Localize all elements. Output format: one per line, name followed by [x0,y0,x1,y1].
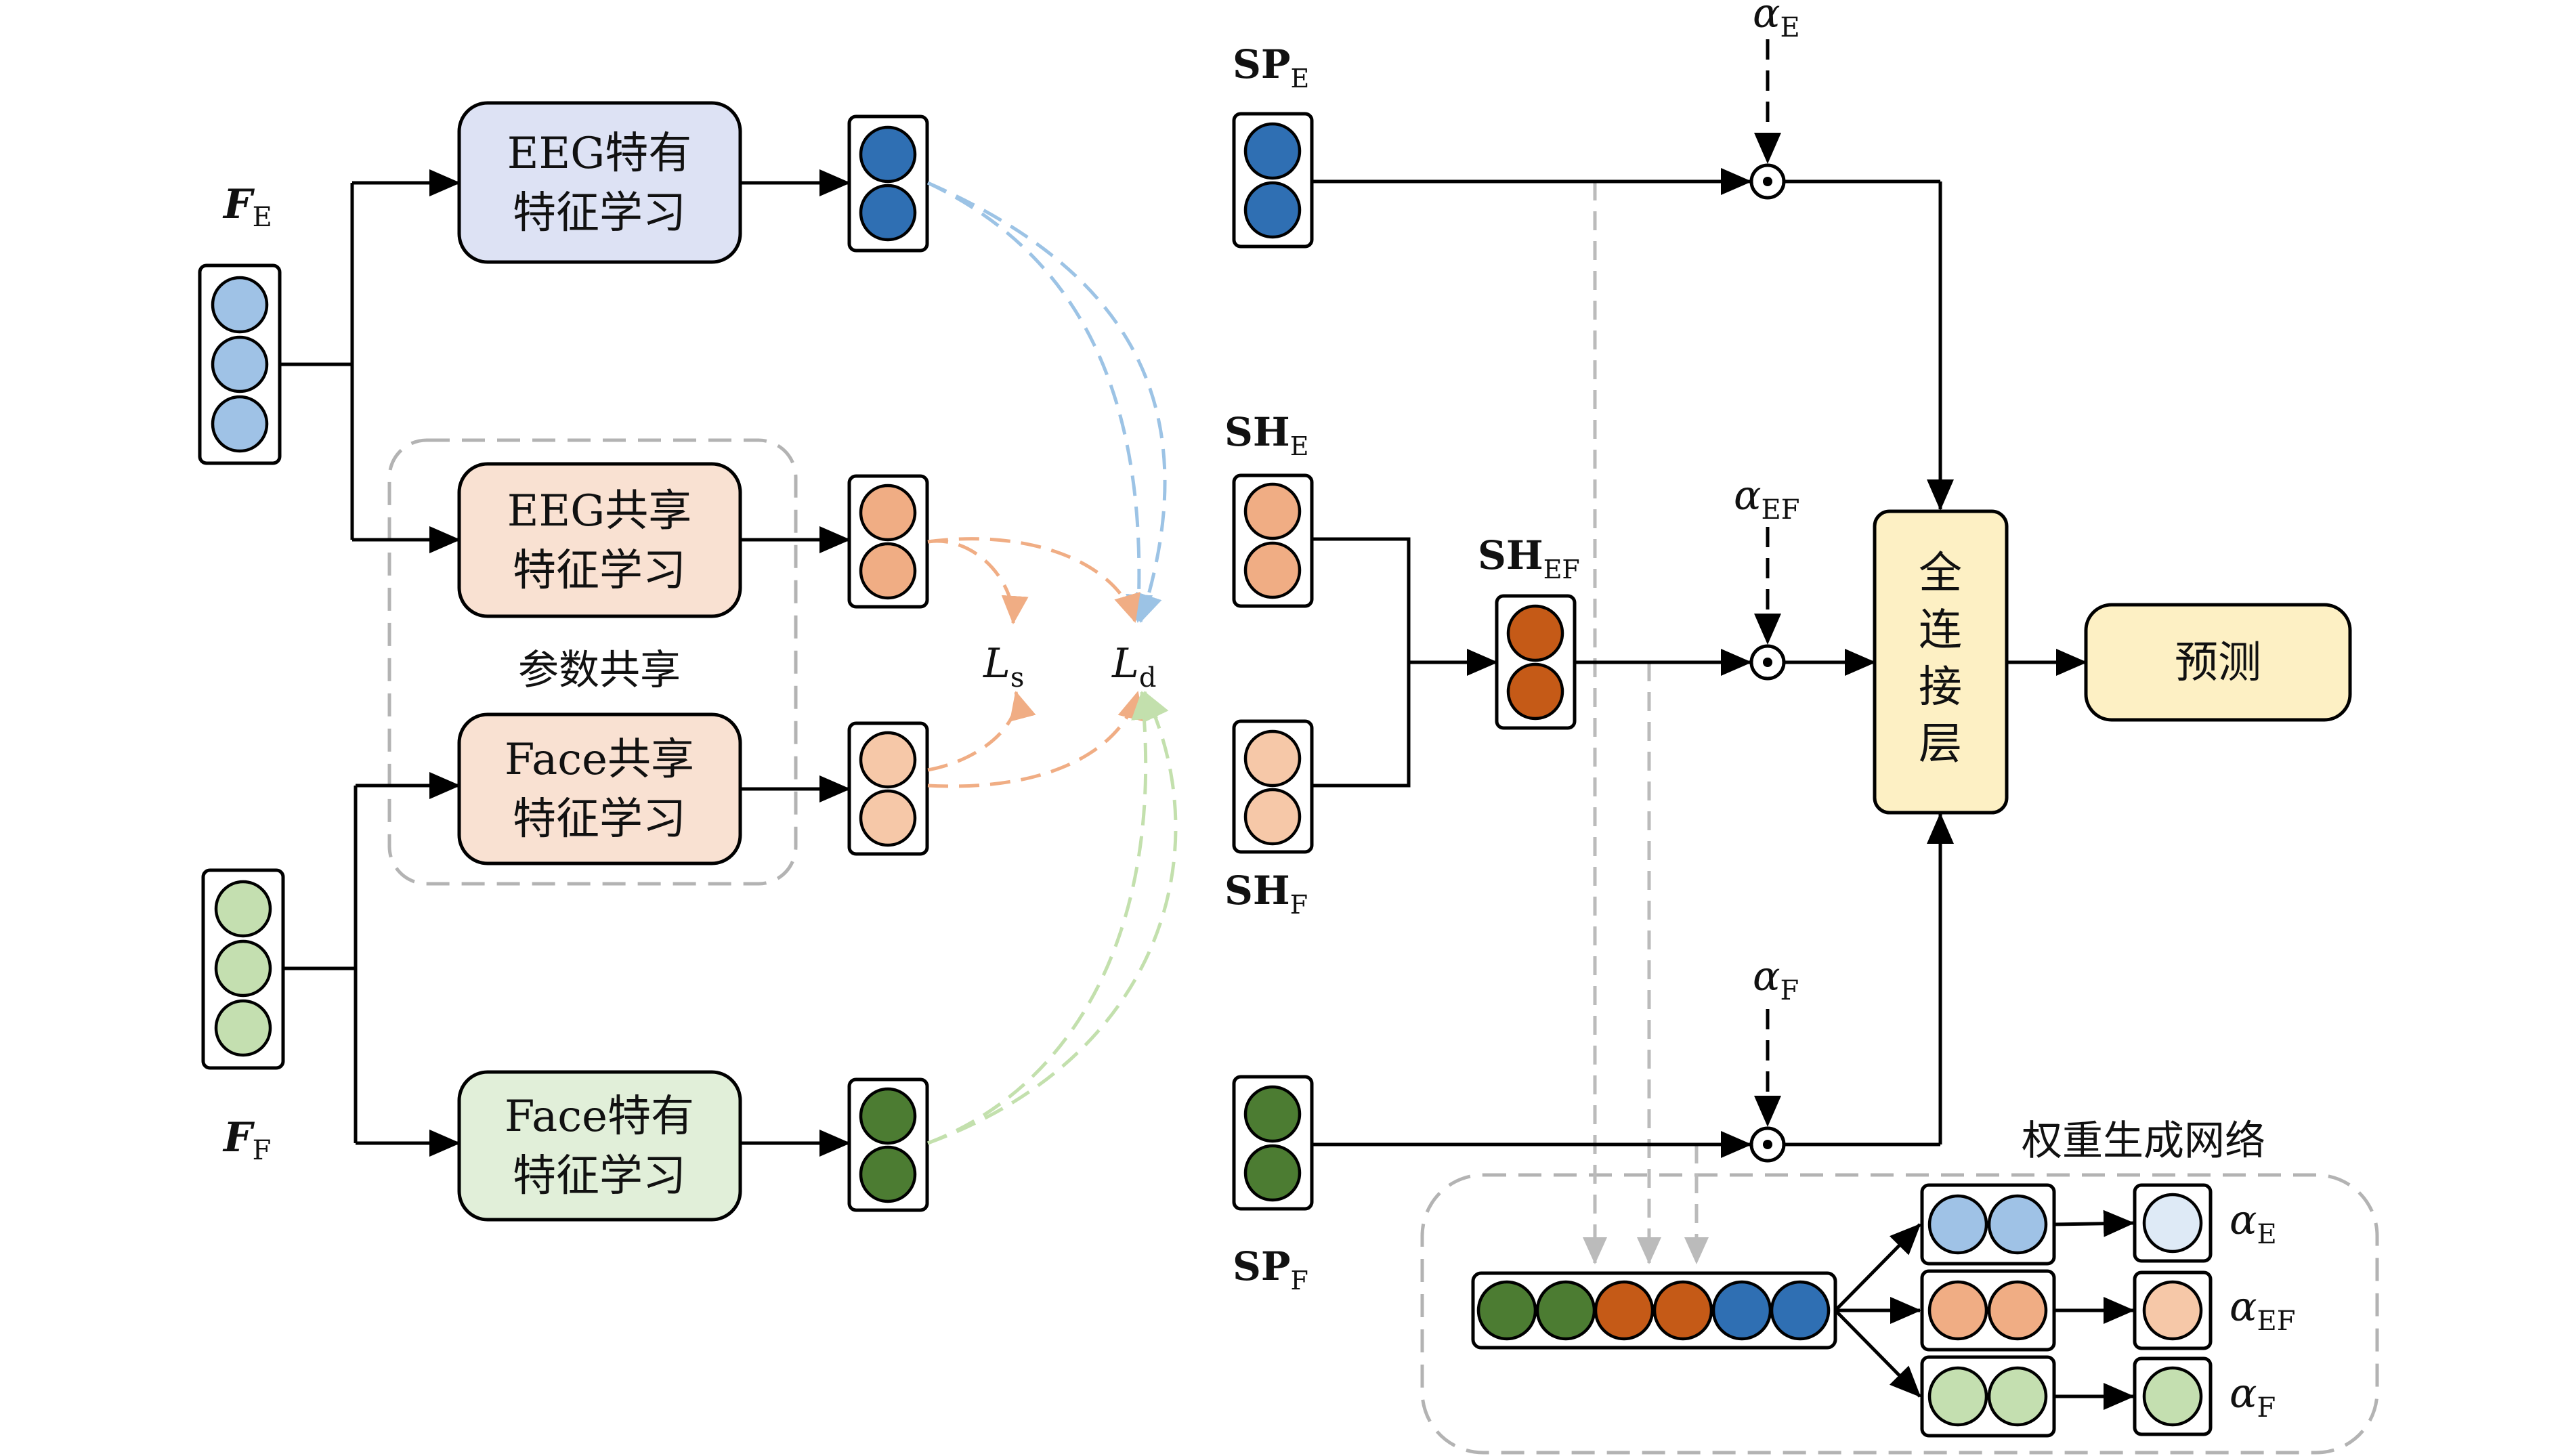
alpha-f-top-label: αF [1753,953,1799,1006]
multiply-node-e [1749,163,1786,200]
svg-text:Face共享: Face共享 [505,735,694,785]
eeg-specific-output [847,114,929,253]
alpha-e-output [2133,1183,2213,1263]
multiply-node-f [1749,1126,1786,1163]
face-specific-output [847,1077,929,1212]
svg-text:特征学习: 特征学习 [513,546,686,596]
concat-feature-vector [1471,1271,1837,1350]
weight-net-region [1420,1173,2379,1455]
multiply-node-ef [1749,644,1786,681]
weight-hidden-ef [1920,1269,2056,1352]
eeg-shared-output [847,474,929,609]
concat-fanout-arrows [1834,1223,1921,1398]
svg-text:接: 接 [1919,662,1962,712]
svg-text:全: 全 [1919,549,1962,599]
alpha-e-top-label: αE [1753,0,1800,43]
weight-net-label: 权重生成网络 [2022,1117,2265,1165]
face-branch-lines [283,772,461,1157]
param-share-region [387,438,798,886]
hidden-to-alpha-arrows [2053,1209,2135,1410]
weight-net-feed-lines [1583,181,1709,1264]
fully-connected-layer-box: 全 连 接 层 [1873,509,2009,815]
eeg-input-label: FE [222,181,272,233]
svg-text:特征学习: 特征学习 [513,188,686,238]
sh-e-vector [1232,473,1314,608]
sp-e-vector [1232,112,1314,249]
multiply-to-fc-lines [1784,179,1954,1147]
param-share-label: 参数共享 [518,647,681,694]
sp-e-label: SPE [1233,41,1309,93]
svg-text:连: 连 [1919,605,1962,656]
eeg-shared-learning-box: EEG共享 特征学习 [457,462,742,618]
face-shared-learning-box: Face共享 特征学习 [457,712,742,865]
svg-text:特征学习: 特征学习 [513,794,686,844]
loss-ls-label: Ls [983,640,1024,693]
face-input-vector [201,868,285,1070]
sh-f-vector [1232,719,1314,854]
weight-hidden-e [1920,1183,2056,1266]
eeg-input-vector [198,263,282,465]
sh-ef-vector [1495,594,1577,730]
alpha-f-output-label: αF [2230,1370,2276,1423]
similarity-loss-curves [927,539,1036,772]
sh-f-label: SHF [1224,868,1308,920]
alpha-ef-output-label: αEF [2230,1283,2295,1337]
box-output-arrows [740,169,851,1157]
difference-loss-curves-shared [927,537,1145,788]
sp-f-vector [1232,1075,1314,1211]
svg-text:层: 层 [1919,719,1962,769]
loss-ld-label: Ld [1111,640,1156,693]
sh-ef-label: SHEF [1478,532,1580,584]
svg-text:预测: 预测 [2175,638,2261,688]
svg-text:EEG共享: EEG共享 [507,486,692,536]
sp-f-label: SPF [1233,1243,1308,1296]
eeg-specific-learning-box: EEG特有 特征学习 [457,101,742,264]
svg-text:EEG特有: EEG特有 [507,129,692,179]
alpha-f-output [2133,1356,2213,1436]
svg-text:Face特有: Face特有 [505,1092,694,1142]
face-input-label: FF [222,1114,271,1166]
sh-e-label: SHE [1224,409,1308,461]
face-shared-output [847,721,929,856]
alpha-ef-output [2133,1270,2213,1350]
alpha-e-output-label: αE [2230,1197,2277,1250]
weight-hidden-f [1920,1355,2056,1438]
svg-text:特征学习: 特征学习 [513,1151,686,1201]
face-specific-learning-box: Face特有 特征学习 [457,1070,742,1222]
difference-loss-curves-eeg [926,181,1167,623]
difference-loss-curves-face [927,691,1178,1145]
feature-to-multiply-lines [1312,168,1752,1158]
eeg-branch-lines [280,169,461,553]
alpha-ef-top-label: αEF [1734,472,1799,526]
shared-merge-lines [1312,537,1498,788]
prediction-box: 预测 [2084,603,2352,722]
